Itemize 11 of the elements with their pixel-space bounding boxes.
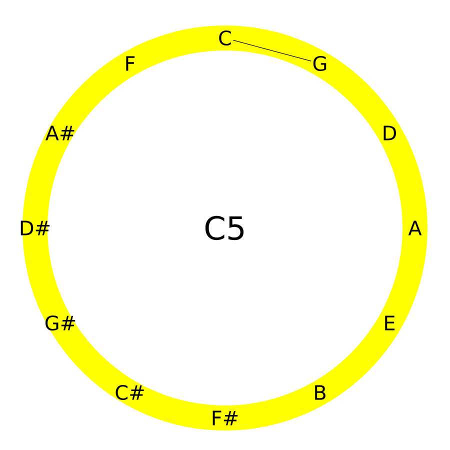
note-label: B — [315, 385, 326, 400]
note-label: G — [313, 56, 326, 72]
connector-line — [232, 40, 312, 62]
note-label: F — [126, 56, 135, 71]
note-label: C# — [116, 384, 144, 400]
note-label: E — [385, 316, 395, 330]
note-label: D — [384, 126, 396, 140]
note-label: C — [219, 30, 231, 46]
note-label: F# — [212, 410, 238, 426]
note-label: A — [408, 220, 422, 236]
center-label: C5 — [205, 216, 244, 240]
